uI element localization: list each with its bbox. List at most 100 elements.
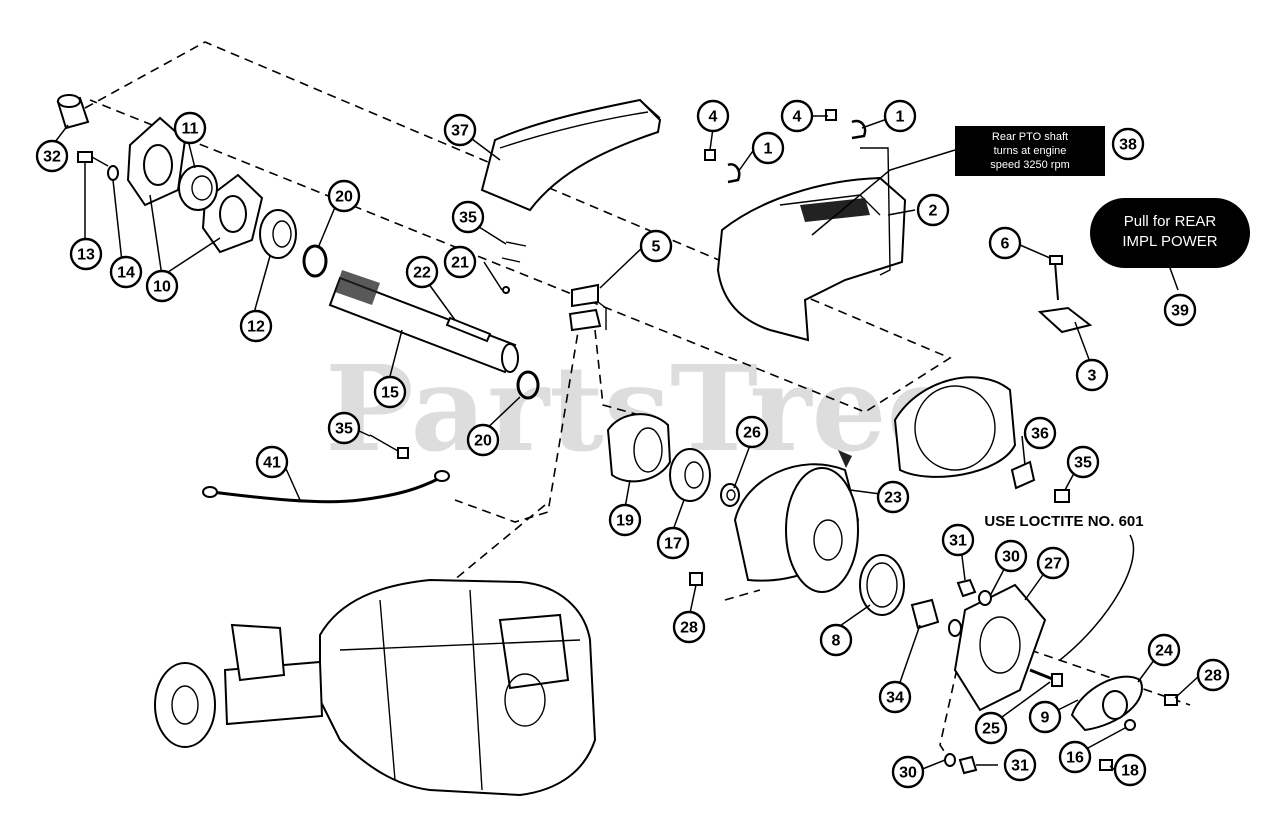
latch-3 bbox=[1037, 306, 1093, 334]
loctite-note-leader bbox=[1059, 534, 1135, 661]
transaxle bbox=[154, 578, 597, 797]
callout-label: 38 bbox=[1119, 137, 1137, 154]
callout-label: 4 bbox=[709, 109, 718, 126]
callout-circle bbox=[1147, 633, 1181, 667]
callout-19: 19 bbox=[608, 503, 642, 537]
key-22 bbox=[445, 316, 492, 343]
callout-circle bbox=[373, 375, 407, 409]
callout-2: 2 bbox=[916, 193, 950, 227]
callout-label: 35 bbox=[335, 421, 353, 438]
decal-38-line-3: speed 3250 rpm bbox=[990, 159, 1070, 171]
callout-label: 37 bbox=[451, 123, 469, 140]
callout-28a: 28 bbox=[672, 610, 706, 644]
callout-6: 6 bbox=[988, 226, 1022, 260]
callout-circle bbox=[883, 99, 917, 133]
callout-14: 14 bbox=[109, 255, 143, 289]
bolt-25 bbox=[1029, 668, 1063, 687]
callout-35a: 35 bbox=[451, 200, 485, 234]
callout-1b: 1 bbox=[883, 99, 917, 133]
ground-strap-41 bbox=[202, 470, 450, 504]
callout-13: 13 bbox=[69, 237, 103, 271]
callout-35c: 35 bbox=[1066, 445, 1100, 479]
callout-circle bbox=[405, 255, 439, 289]
callout-16: 16 bbox=[1058, 740, 1092, 774]
callout-4a: 4 bbox=[696, 99, 730, 133]
callout-12: 12 bbox=[239, 309, 273, 343]
bearing-17 bbox=[669, 448, 711, 502]
screw-18 bbox=[1099, 759, 1113, 771]
callout-circle bbox=[656, 526, 690, 560]
callout-circle bbox=[1111, 127, 1145, 161]
decal-38-line-2: turns at engine bbox=[994, 145, 1067, 157]
callout-24: 24 bbox=[1147, 633, 1181, 667]
screw-28a bbox=[689, 572, 703, 586]
callout-circle bbox=[1113, 753, 1147, 787]
callout-10: 10 bbox=[145, 269, 179, 303]
callout-label: 20 bbox=[474, 433, 492, 450]
callout-label: 34 bbox=[886, 690, 904, 707]
clip-1a bbox=[727, 163, 741, 184]
callout-20a: 20 bbox=[327, 179, 361, 213]
nut-16 bbox=[1124, 719, 1136, 731]
callout-circle bbox=[255, 445, 289, 479]
nut-31a bbox=[956, 578, 977, 598]
callout-label: 27 bbox=[1044, 556, 1062, 573]
callout-circle bbox=[780, 99, 814, 133]
callout-label: 28 bbox=[1204, 668, 1222, 685]
callout-17: 17 bbox=[656, 526, 690, 560]
callout-circle bbox=[639, 229, 673, 263]
callout-circle bbox=[466, 423, 500, 457]
bracket-5 bbox=[568, 283, 607, 332]
callout-label: 30 bbox=[1002, 549, 1020, 566]
callout-label: 28 bbox=[680, 620, 698, 637]
callout-22: 22 bbox=[405, 255, 439, 289]
callout-circle bbox=[891, 755, 925, 789]
screw-28b bbox=[1164, 694, 1178, 706]
callout-label: 19 bbox=[616, 513, 634, 530]
callout-label: 12 bbox=[247, 319, 265, 336]
bolt-13 bbox=[77, 151, 109, 167]
callout-circle bbox=[1163, 293, 1197, 327]
decal-39-line-2: IMPL POWER bbox=[1122, 233, 1217, 250]
callout-label: 35 bbox=[1074, 455, 1092, 472]
callout-30a: 30 bbox=[994, 539, 1028, 573]
callout-label: 20 bbox=[335, 189, 353, 206]
callout-label: 25 bbox=[982, 721, 1000, 738]
callout-circle bbox=[145, 269, 179, 303]
callout-circle bbox=[751, 131, 785, 165]
screws-35-21 bbox=[369, 241, 527, 459]
plate-36 bbox=[1010, 460, 1036, 490]
callout-circle bbox=[327, 179, 361, 213]
callout-28b: 28 bbox=[1196, 658, 1230, 692]
hub-34 bbox=[910, 598, 962, 637]
callout-circle bbox=[1196, 658, 1230, 692]
callout-9: 9 bbox=[1028, 700, 1062, 734]
callout-label: 36 bbox=[1031, 426, 1049, 443]
callout-circle bbox=[974, 711, 1008, 745]
callout-label: 26 bbox=[743, 425, 761, 442]
callout-circle bbox=[443, 245, 477, 279]
callout-label: 2 bbox=[929, 203, 938, 220]
callout-41: 41 bbox=[255, 445, 289, 479]
callout-label: 24 bbox=[1155, 643, 1173, 660]
washer-30a bbox=[978, 590, 992, 606]
callout-label: 1 bbox=[896, 109, 905, 126]
callout-circle bbox=[608, 503, 642, 537]
screw-35c bbox=[1054, 489, 1070, 503]
callout-label: 23 bbox=[884, 490, 902, 507]
callout-circle bbox=[878, 680, 912, 714]
callout-circle bbox=[1036, 546, 1070, 580]
callout-circle bbox=[735, 415, 769, 449]
callout-circle bbox=[35, 139, 69, 173]
callout-27: 27 bbox=[1036, 546, 1070, 580]
callout-11: 11 bbox=[173, 111, 207, 145]
callout-21: 21 bbox=[443, 245, 477, 279]
clutch-23 bbox=[733, 376, 1017, 593]
decal-38: Rear PTO shaft turns at engine speed 325… bbox=[811, 126, 1105, 236]
callout-36: 36 bbox=[1023, 416, 1057, 450]
snap-ring-20b bbox=[516, 370, 540, 400]
decal-39: Pull for REAR IMPL POWER bbox=[1090, 198, 1250, 268]
callout-label: 39 bbox=[1171, 303, 1189, 320]
pto-cover-2 bbox=[716, 147, 907, 342]
